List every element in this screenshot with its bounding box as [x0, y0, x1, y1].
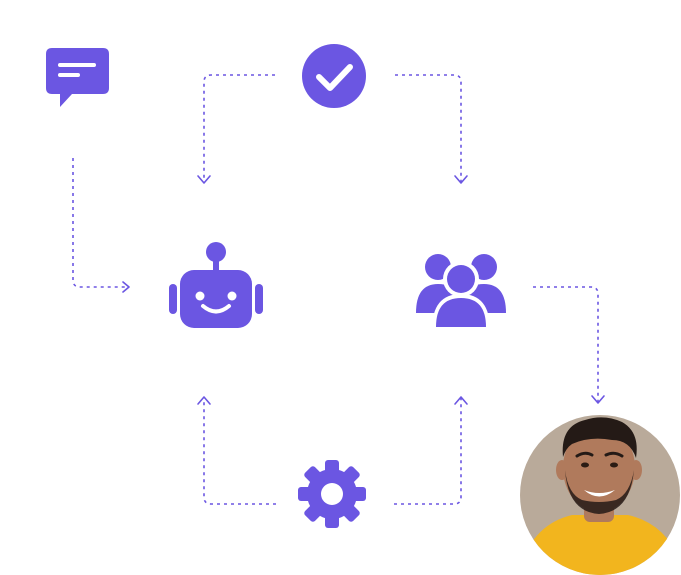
connector-approval-to-team	[395, 74, 468, 184]
connector-settings-to-bot	[197, 396, 276, 505]
connector-message-to-bot	[72, 158, 130, 293]
connector-settings-to-team	[394, 396, 468, 505]
robot-icon	[169, 242, 263, 328]
gear-icon	[298, 460, 366, 528]
chat-bubble-icon	[46, 48, 109, 107]
connector-approval-to-bot	[197, 74, 275, 184]
check-circle-icon	[302, 44, 366, 108]
user-group-icon	[416, 254, 506, 330]
connector-team-to-customer	[533, 286, 605, 404]
connectors	[72, 74, 605, 505]
avatar-photo	[520, 415, 680, 575]
